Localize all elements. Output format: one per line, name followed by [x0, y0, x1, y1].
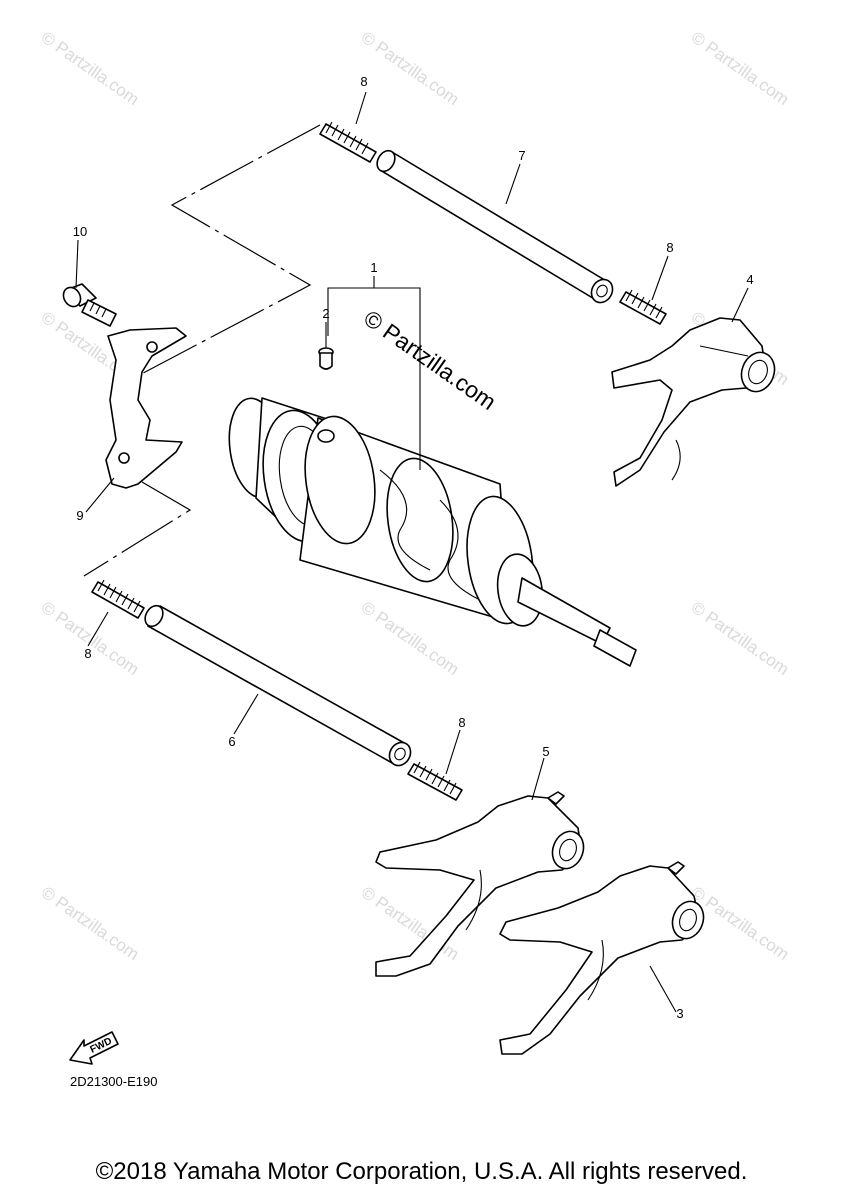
- shift-drum-1: [228, 397, 637, 667]
- callout-number: 7: [518, 148, 525, 163]
- forward-direction-arrow: FWD: [69, 1031, 119, 1065]
- bolt-10: [62, 283, 117, 327]
- leader-lines: [75, 91, 749, 1013]
- callout-number: 10: [73, 224, 87, 239]
- watermark-text: © Partzilla.com: [688, 28, 793, 109]
- alignment-line-lower: [83, 481, 192, 577]
- callout-number: 5: [542, 744, 549, 759]
- watermark-text: © Partzilla.com: [38, 883, 143, 964]
- callout-number: 3: [676, 1006, 683, 1021]
- center-watermark: © Partzilla.com: [359, 305, 501, 415]
- callout-number: 6: [228, 734, 235, 749]
- callout-number: 8: [360, 74, 367, 89]
- shift-fork-4: [611, 317, 776, 487]
- callout-bracket-1: [327, 276, 421, 470]
- callout-number: 8: [84, 646, 91, 661]
- dowel-pin-2: [318, 347, 334, 370]
- callout-number: 9: [76, 508, 83, 523]
- shift-fork-shaft-7: [376, 149, 614, 304]
- callout-number: 2: [322, 306, 329, 321]
- watermark-text: © Partzilla.com: [38, 28, 143, 109]
- callout-number: 1: [370, 260, 377, 275]
- callout-number: 8: [458, 715, 465, 730]
- callout-number: 4: [746, 272, 753, 287]
- spring-top: [319, 121, 377, 163]
- stopper-plate-9: [105, 327, 187, 489]
- watermark-text: © Partzilla.com: [688, 598, 793, 679]
- alignment-line-upper: [129, 124, 321, 381]
- spring-right-lower: [407, 761, 463, 801]
- shift-fork-5: [375, 791, 585, 977]
- shift-fork-3: [499, 861, 705, 1055]
- shift-fork-shaft-6: [144, 604, 412, 767]
- callout-number: 8: [666, 240, 673, 255]
- spring-left-lower: [91, 579, 145, 619]
- copyright-footer: ©2018 Yamaha Motor Corporation, U.S.A. A…: [95, 1158, 748, 1185]
- watermark-text: © Partzilla.com: [358, 598, 463, 679]
- diagram-code: 2D21300-E190: [70, 1074, 157, 1089]
- spring-right-upper: [619, 289, 667, 325]
- watermark-text: © Partzilla.com: [358, 28, 463, 109]
